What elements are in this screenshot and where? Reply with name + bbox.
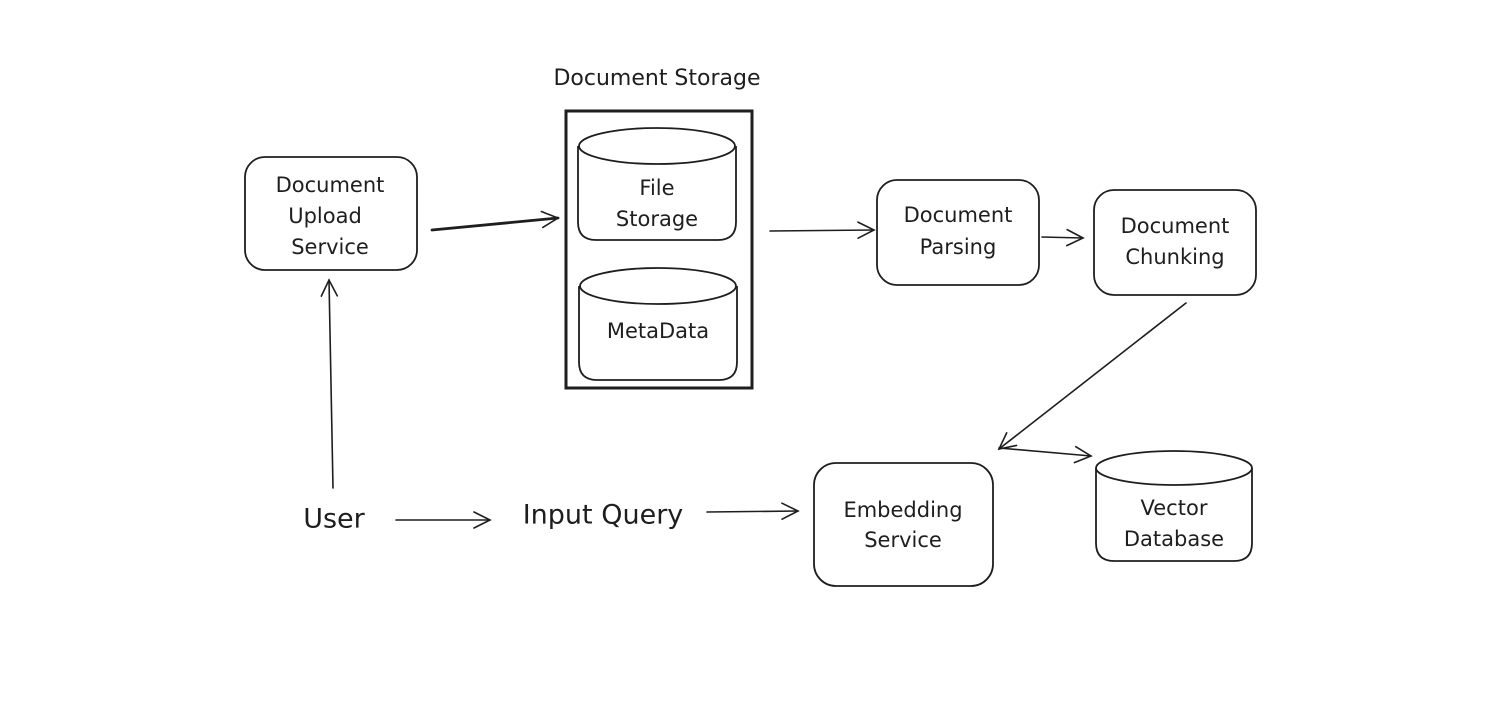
document-upload-service-box — [244, 156, 418, 271]
embedding-service-box — [813, 462, 994, 587]
parsing-label-line2: Parsing — [920, 235, 997, 259]
metadata-cylinder-body — [578, 286, 738, 381]
node-embedding-service[interactable]: Embedding Service — [813, 462, 994, 587]
parsing-label-line1: Document — [904, 203, 1013, 227]
document-storage-group[interactable]: Document Storage — [553, 66, 761, 390]
upload-label-line3: Service — [291, 235, 369, 259]
edge-upload-to-storage[interactable] — [430, 210, 560, 232]
file-storage-cylinder-body — [577, 146, 737, 241]
edge-input-query-to-embedding[interactable] — [706, 502, 800, 520]
user-label[interactable]: User — [303, 504, 365, 535]
file-storage-label-line2: Storage — [616, 207, 698, 231]
node-document-parsing[interactable]: Document Parsing — [876, 179, 1040, 286]
document-storage-title: Document Storage — [553, 66, 760, 91]
embedding-label-line1: Embedding — [843, 498, 962, 522]
file-storage-label-line1: File — [639, 176, 674, 200]
node-file-storage[interactable]: File Storage — [577, 127, 737, 241]
vector-db-label-line1: Vector — [1141, 496, 1208, 520]
vector-db-label-line2: Database — [1124, 527, 1224, 551]
node-vector-database[interactable]: Vector Database — [1095, 450, 1253, 562]
chunking-label-line2: Chunking — [1125, 245, 1224, 269]
edge-chunking-to-embedding[interactable] — [997, 302, 1187, 451]
node-document-upload-service[interactable]: Document Upload Service — [244, 156, 418, 271]
edge-parsing-to-chunking[interactable] — [1041, 228, 1085, 247]
edge-user-to-upload[interactable] — [320, 278, 339, 489]
upload-label-line2: Upload — [288, 204, 362, 228]
metadata-label: MetaData — [607, 319, 709, 343]
vector-db-cylinder-body — [1095, 468, 1253, 562]
document-chunking-box — [1093, 189, 1257, 296]
upload-label-line1: Document — [276, 173, 385, 197]
document-storage-container — [564, 109, 754, 390]
node-document-chunking[interactable]: Document Chunking — [1093, 189, 1257, 296]
file-storage-cylinder-top — [578, 127, 736, 165]
chunking-label-line1: Document — [1121, 214, 1230, 238]
edge-storage-to-parsing[interactable] — [769, 221, 876, 239]
metadata-cylinder-top — [579, 267, 737, 305]
edge-embedding-to-vector-db[interactable] — [998, 445, 1093, 464]
document-parsing-box — [876, 179, 1040, 286]
embedding-label-line2: Service — [864, 528, 942, 552]
vector-db-cylinder-top — [1095, 450, 1253, 486]
input-query-label[interactable]: Input Query — [523, 500, 684, 531]
node-metadata[interactable]: MetaData — [578, 267, 738, 381]
